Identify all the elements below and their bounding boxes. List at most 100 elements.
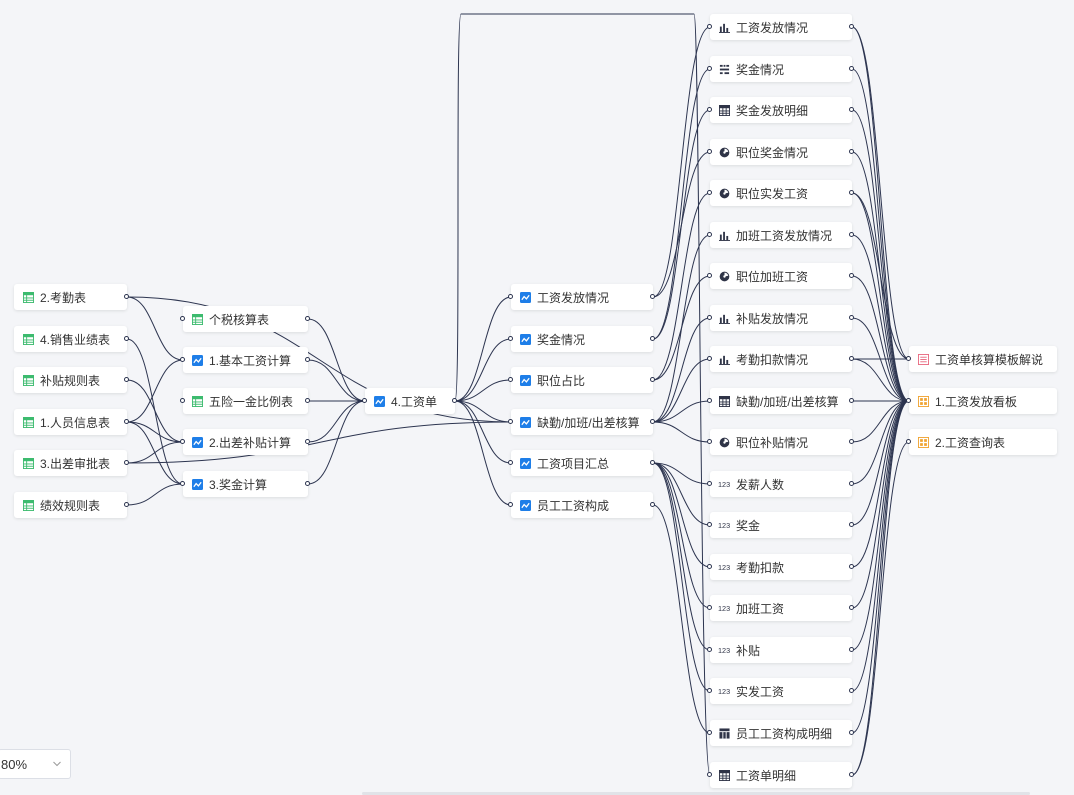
node-m5[interactable]: 3.奖金计算 bbox=[183, 471, 308, 497]
output-port[interactable] bbox=[650, 460, 655, 465]
output-port[interactable] bbox=[849, 647, 854, 652]
input-port[interactable] bbox=[707, 730, 712, 735]
output-port[interactable] bbox=[124, 419, 129, 424]
node-r2[interactable]: 1.工资发放看板 bbox=[909, 388, 1057, 414]
node-t4[interactable]: 1.人员信息表 bbox=[14, 409, 127, 435]
node-w9[interactable]: 考勤扣款情况 bbox=[710, 346, 852, 372]
output-port[interactable] bbox=[124, 377, 129, 382]
output-port[interactable] bbox=[305, 357, 310, 362]
output-port[interactable] bbox=[124, 460, 129, 465]
input-port[interactable] bbox=[707, 190, 712, 195]
output-port[interactable] bbox=[650, 502, 655, 507]
node-m4[interactable]: 2.出差补贴计算 bbox=[183, 429, 308, 455]
input-port[interactable] bbox=[707, 688, 712, 693]
node-t3[interactable]: 补贴规则表 bbox=[14, 367, 127, 393]
node-d1[interactable]: 工资发放情况 bbox=[511, 284, 653, 310]
input-port[interactable] bbox=[707, 772, 712, 777]
input-port[interactable] bbox=[508, 377, 513, 382]
output-port[interactable] bbox=[124, 502, 129, 507]
output-port[interactable] bbox=[849, 605, 854, 610]
input-port[interactable] bbox=[707, 398, 712, 403]
node-w1[interactable]: 工资发放情况 bbox=[710, 14, 852, 40]
output-port[interactable] bbox=[849, 730, 854, 735]
node-w10[interactable]: 缺勤/加班/出差核算 bbox=[710, 388, 852, 414]
output-port[interactable] bbox=[650, 377, 655, 382]
node-d2[interactable]: 奖金情况 bbox=[511, 326, 653, 352]
input-port[interactable] bbox=[508, 502, 513, 507]
node-w7[interactable]: 职位加班工资 bbox=[710, 263, 852, 289]
output-port[interactable] bbox=[849, 356, 854, 361]
output-port[interactable] bbox=[305, 439, 310, 444]
node-t6[interactable]: 绩效规则表 bbox=[14, 492, 127, 518]
input-port[interactable] bbox=[707, 315, 712, 320]
output-port[interactable] bbox=[849, 24, 854, 29]
output-port[interactable] bbox=[849, 107, 854, 112]
node-w5[interactable]: 职位实发工资 bbox=[710, 180, 852, 206]
node-w6[interactable]: 加班工资发放情况 bbox=[710, 222, 852, 248]
input-port[interactable] bbox=[180, 316, 185, 321]
output-port[interactable] bbox=[849, 522, 854, 527]
node-m3[interactable]: 五险一金比例表 bbox=[183, 388, 308, 414]
output-port[interactable] bbox=[849, 772, 854, 777]
input-port[interactable] bbox=[707, 564, 712, 569]
output-port[interactable] bbox=[849, 66, 854, 71]
output-port[interactable] bbox=[849, 398, 854, 403]
input-port[interactable] bbox=[906, 439, 911, 444]
input-port[interactable] bbox=[508, 294, 513, 299]
horizontal-scrollbar[interactable] bbox=[362, 792, 1030, 795]
input-port[interactable] bbox=[707, 647, 712, 652]
input-port[interactable] bbox=[508, 336, 513, 341]
node-d4[interactable]: 缺勤/加班/出差核算 bbox=[511, 409, 653, 435]
input-port[interactable] bbox=[906, 356, 911, 361]
output-port[interactable] bbox=[305, 316, 310, 321]
input-port[interactable] bbox=[707, 439, 712, 444]
input-port[interactable] bbox=[508, 460, 513, 465]
node-w2[interactable]: 奖金情况 bbox=[710, 56, 852, 82]
node-t2[interactable]: 4.销售业绩表 bbox=[14, 326, 127, 352]
input-port[interactable] bbox=[707, 481, 712, 486]
input-port[interactable] bbox=[180, 398, 185, 403]
zoom-select[interactable]: 80% bbox=[0, 749, 71, 779]
output-port[interactable] bbox=[124, 336, 129, 341]
input-port[interactable] bbox=[180, 357, 185, 362]
input-port[interactable] bbox=[707, 149, 712, 154]
output-port[interactable] bbox=[849, 688, 854, 693]
input-port[interactable] bbox=[707, 522, 712, 527]
input-port[interactable] bbox=[707, 356, 712, 361]
node-m1[interactable]: 个税核算表 bbox=[183, 306, 308, 332]
output-port[interactable] bbox=[650, 294, 655, 299]
output-port[interactable] bbox=[305, 398, 310, 403]
input-port[interactable] bbox=[508, 419, 513, 424]
node-t1[interactable]: 2.考勤表 bbox=[14, 284, 127, 310]
node-r3[interactable]: 2.工资查询表 bbox=[909, 429, 1057, 455]
node-d6[interactable]: 员工工资构成 bbox=[511, 492, 653, 518]
input-port[interactable] bbox=[362, 398, 367, 403]
input-port[interactable] bbox=[707, 107, 712, 112]
output-port[interactable] bbox=[650, 336, 655, 341]
input-port[interactable] bbox=[707, 232, 712, 237]
output-port[interactable] bbox=[650, 419, 655, 424]
output-port[interactable] bbox=[849, 149, 854, 154]
input-port[interactable] bbox=[707, 24, 712, 29]
input-port[interactable] bbox=[906, 398, 911, 403]
output-port[interactable] bbox=[849, 315, 854, 320]
output-port[interactable] bbox=[849, 232, 854, 237]
node-w8[interactable]: 补贴发放情况 bbox=[710, 305, 852, 331]
node-t5[interactable]: 3.出差审批表 bbox=[14, 450, 127, 476]
node-d5[interactable]: 工资项目汇总 bbox=[511, 450, 653, 476]
input-port[interactable] bbox=[707, 66, 712, 71]
node-w19[interactable]: 工资单明细 bbox=[710, 762, 852, 788]
node-w3[interactable]: 奖金发放明细 bbox=[710, 97, 852, 123]
output-port[interactable] bbox=[124, 294, 129, 299]
node-r1[interactable]: 工资单核算模板解说 bbox=[909, 346, 1057, 372]
input-port[interactable] bbox=[180, 481, 185, 486]
output-port[interactable] bbox=[849, 273, 854, 278]
input-port[interactable] bbox=[180, 439, 185, 444]
